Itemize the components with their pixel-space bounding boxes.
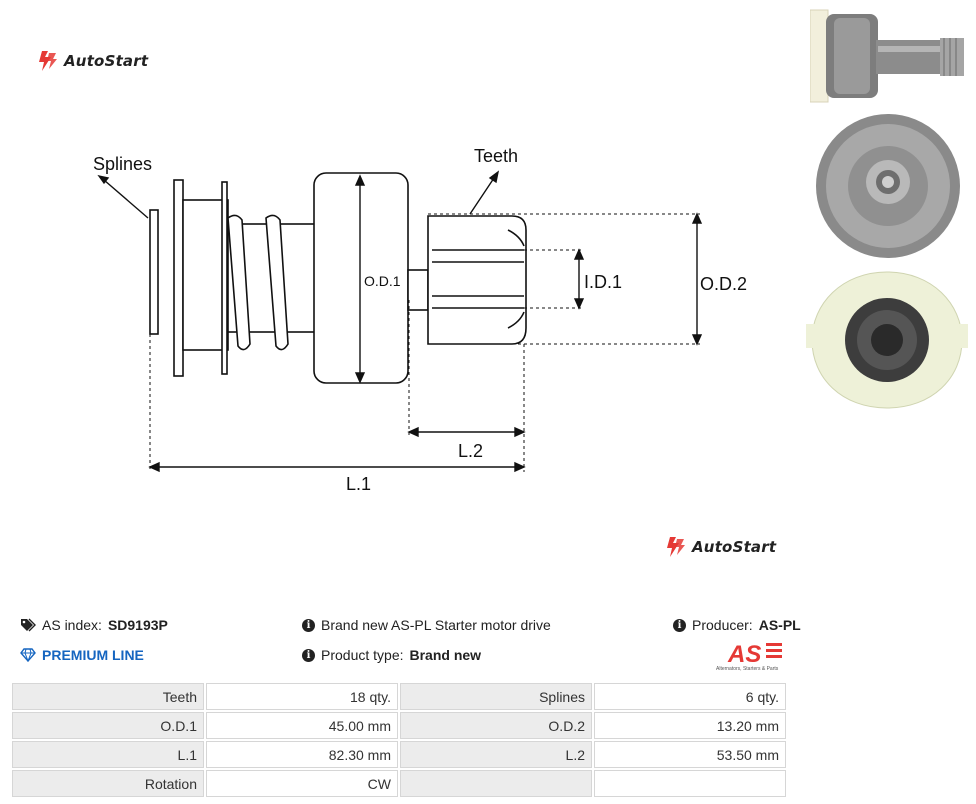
spec-label: Rotation [12, 770, 204, 797]
product-photo-side [810, 9, 964, 103]
description-text: Brand new AS-PL Starter motor drive [321, 617, 551, 633]
label-od1: O.D.1 [364, 273, 401, 289]
brand-logo-secondary: AutoStart [664, 536, 776, 558]
spring-coil [227, 214, 251, 351]
product-type-value: Brand new [409, 647, 482, 663]
spec-label: O.D.2 [400, 712, 592, 739]
autostart-logo-icon [667, 537, 685, 557]
spec-value: 13.20 mm [594, 712, 786, 739]
producer: i Producer: AS-PL [673, 617, 801, 633]
label-teeth: Teeth [474, 146, 518, 166]
specs-table: Teeth 18 qty. Splines 6 qty. O.D.1 45.00… [10, 681, 788, 799]
diamond-icon [20, 648, 36, 662]
label-id1: I.D.1 [584, 272, 622, 292]
spec-value: 18 qty. [206, 683, 398, 710]
product-type-label: Product type: [321, 647, 404, 663]
spec-value: 45.00 mm [206, 712, 398, 739]
table-row: Rotation CW [12, 770, 786, 797]
as-logo-text: AS [727, 641, 761, 668]
spec-value: 53.50 mm [594, 741, 786, 768]
as-index: AS index: SD9193P [20, 617, 168, 633]
as-index-value: SD9193P [107, 617, 168, 633]
spec-value: 6 qty. [594, 683, 786, 710]
spec-label [400, 770, 592, 797]
label-l1: L.1 [346, 474, 371, 494]
label-splines: Splines [93, 154, 152, 174]
product-description: i Brand new AS-PL Starter motor drive [302, 617, 551, 633]
spec-label: L.1 [12, 741, 204, 768]
teeth-gear [427, 215, 527, 345]
label-l2: L.2 [458, 441, 483, 461]
producer-label: Producer: [692, 617, 753, 633]
flange-1 [173, 179, 184, 377]
brand-logo: AutoStart [36, 50, 148, 72]
premium-line-badge: PREMIUM LINE [20, 647, 144, 663]
spec-value [594, 770, 786, 797]
tag-icon [21, 618, 36, 632]
premium-label: PREMIUM LINE [42, 647, 144, 663]
flange-2 [221, 181, 228, 375]
info-icon: i [302, 648, 315, 662]
product-photo-back [806, 271, 968, 409]
collar [182, 199, 229, 351]
info-icon: i [673, 618, 686, 632]
autostart-logo-icon [39, 51, 57, 71]
brand-name: AutoStart [64, 52, 149, 70]
spring-coil [265, 214, 289, 351]
spec-label: Teeth [12, 683, 204, 710]
label-od2: O.D.2 [700, 274, 747, 294]
as-index-label: AS index: [42, 617, 102, 633]
as-pl-logo: AS Alternators, Starters & Parts [716, 641, 782, 672]
table-row: Teeth 18 qty. Splines 6 qty. [12, 683, 786, 710]
product-type: i Product type: Brand new [302, 647, 481, 663]
spec-label: Splines [400, 683, 592, 710]
table-row: O.D.1 45.00 mm O.D.2 13.20 mm [12, 712, 786, 739]
table-row: L.1 82.30 mm L.2 53.50 mm [12, 741, 786, 768]
spec-label: L.2 [400, 741, 592, 768]
spec-value: 82.30 mm [206, 741, 398, 768]
starter-drive-diagram: Splines Teeth O.D.1 O.D.2 I.D.1 L.2 L.1 [93, 146, 747, 494]
brand-name: AutoStart [692, 538, 777, 556]
info-icon: i [302, 618, 315, 632]
producer-value: AS-PL [758, 617, 801, 633]
neck [407, 269, 429, 311]
product-photo-front [816, 114, 960, 258]
spec-value: CW [206, 770, 398, 797]
spec-label: O.D.1 [12, 712, 204, 739]
splines-end [149, 209, 159, 335]
as-logo-tagline: Alternators, Starters & Parts [716, 666, 779, 672]
